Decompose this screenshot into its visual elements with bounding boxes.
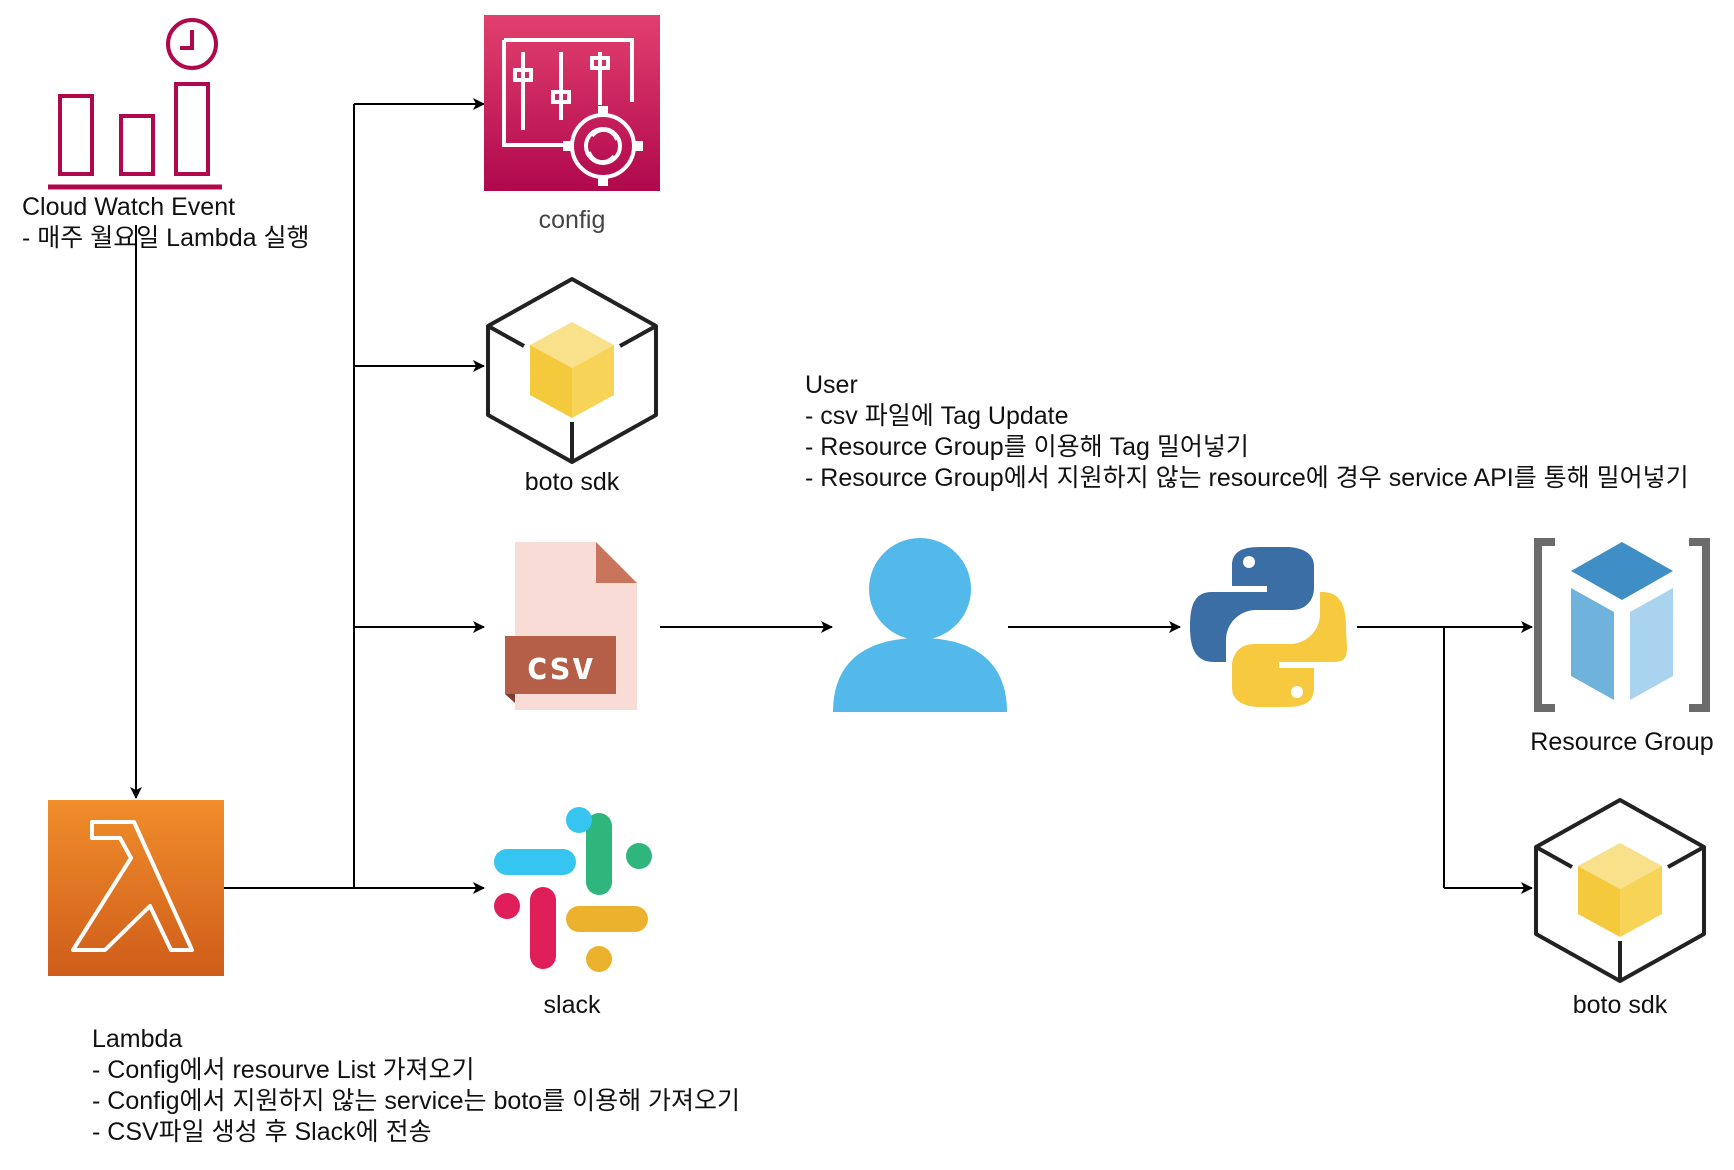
lambda-note-line: - CSV파일 생성 후 Slack에 전송: [92, 1118, 432, 1146]
boto-sdk-icon: [486, 277, 658, 464]
csv-badge-text: csv: [526, 644, 595, 688]
python-icon: [1190, 547, 1347, 707]
lambda-note-title: Lambda: [92, 1025, 183, 1053]
lambda-note: Lambda - Config에서 resourve List 가져오기 - C…: [92, 1024, 740, 1148]
lambda-note-line: - Config에서 지원하지 않는 service는 boto를 이용해 가져…: [92, 1087, 741, 1115]
user-note-line: - Resource Group에서 지원하지 않는 resource에 경우 …: [805, 464, 1689, 492]
user-note-title: User: [805, 371, 858, 399]
resource-group-label: Resource Group: [1530, 728, 1714, 756]
cloudwatch-detail: - 매주 월요일 Lambda 실행: [22, 224, 310, 252]
lambda-note-line: - Config에서 resourve List 가져오기: [92, 1056, 475, 1084]
config-label: config: [538, 206, 606, 234]
lambda-icon: [48, 800, 224, 976]
boto-sdk-label: boto sdk: [524, 468, 620, 496]
boto-sdk-right-label: boto sdk: [1572, 991, 1668, 1019]
connectors: [130, 98, 1533, 894]
resource-group-icon: [1534, 538, 1710, 712]
user-note-line: - Resource Group를 이용해 Tag 밀어넣기: [805, 433, 1249, 461]
cloudwatch-title: Cloud Watch Event: [22, 193, 236, 221]
cloudwatch-event-icon: [48, 18, 222, 190]
slack-icon: [494, 807, 652, 972]
slack-label: slack: [543, 991, 601, 1019]
boto-sdk-icon-right: [1534, 798, 1706, 983]
csv-file-icon: csv: [505, 542, 637, 710]
user-icon: [833, 538, 1007, 712]
user-note-line: - csv 파일에 Tag Update: [805, 402, 1069, 430]
cloudwatch-label: Cloud Watch Event - 매주 월요일 Lambda 실행: [22, 192, 309, 254]
user-note: User - csv 파일에 Tag Update - Resource Gro…: [805, 370, 1689, 494]
python-branch-line: [1357, 626, 1445, 888]
config-icon: [484, 15, 660, 191]
